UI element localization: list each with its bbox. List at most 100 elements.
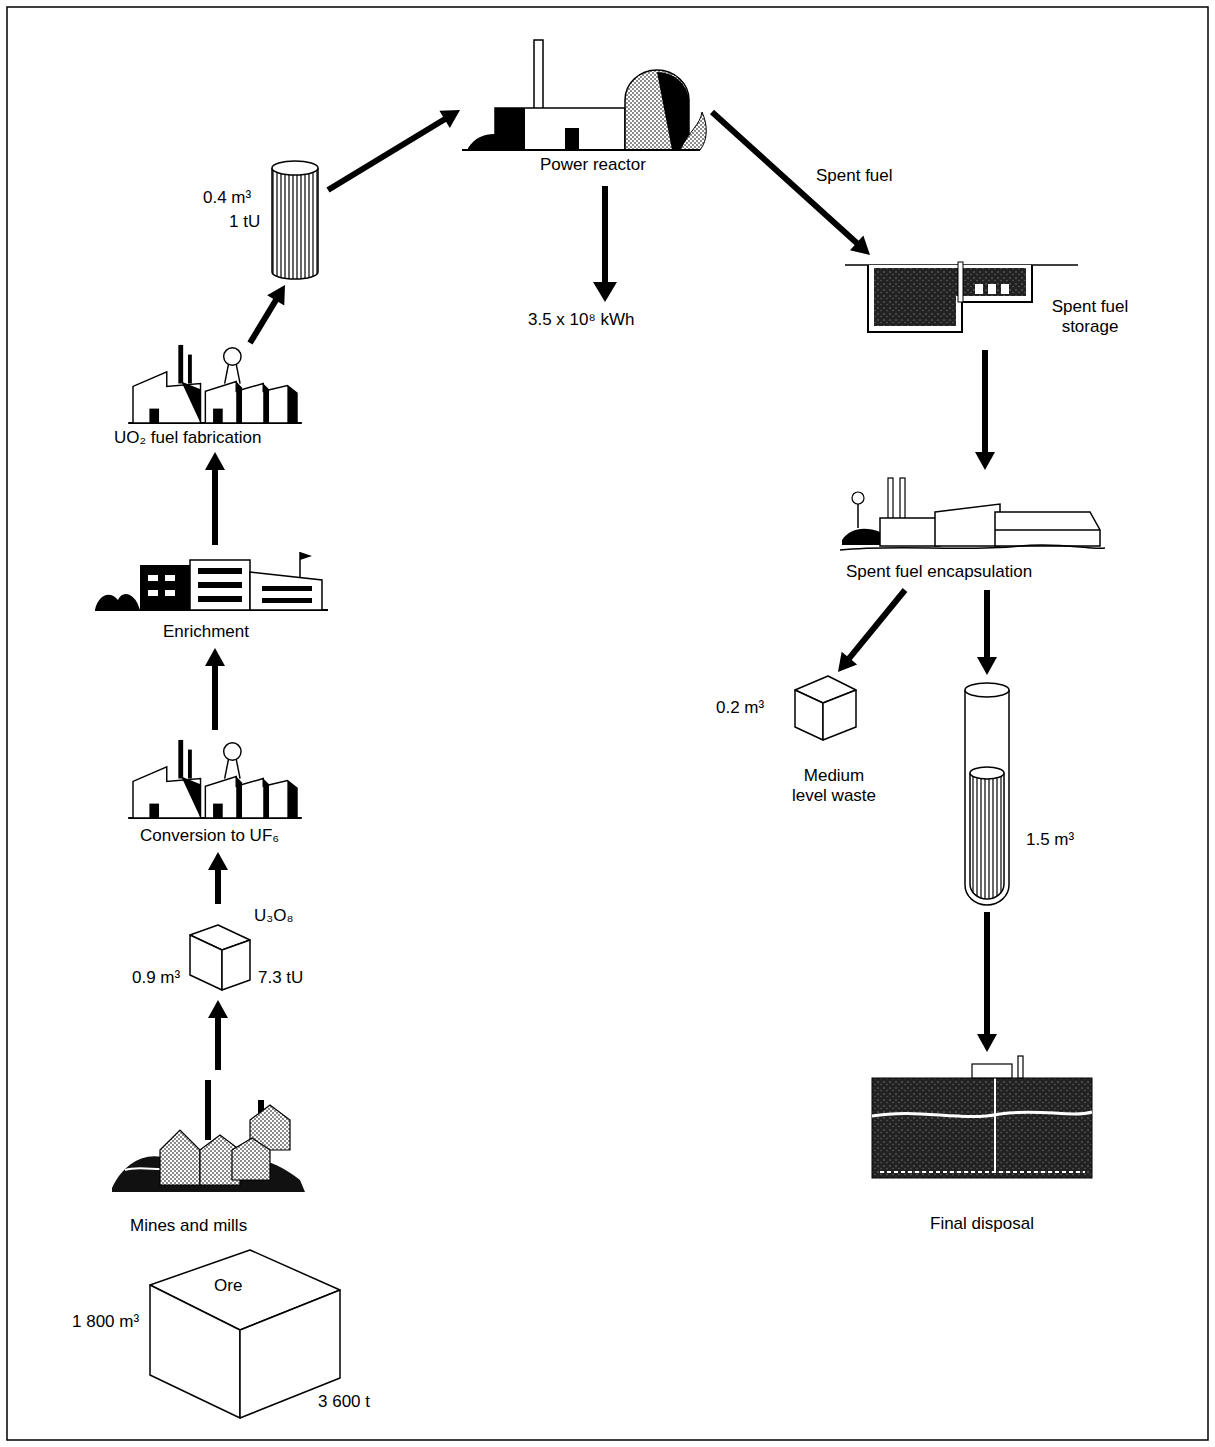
canister: [970, 773, 1004, 899]
repository: [880, 1171, 1085, 1173]
fuel-cylinder: [272, 161, 318, 279]
node-label: 1 800 m³: [72, 1312, 139, 1332]
arrow-head: [975, 452, 995, 470]
storage-pool: [868, 265, 1032, 332]
storage-pool: [874, 268, 1026, 326]
canister: [965, 690, 1009, 905]
canister: [965, 683, 1009, 697]
flow-arrow: [977, 590, 997, 675]
reactor-illustration: [680, 112, 706, 150]
frame: [7, 7, 1208, 1440]
ore-cube: [150, 1250, 340, 1418]
enrichment-building: [95, 552, 328, 610]
u3o8-cube: [222, 940, 250, 990]
repository: [994, 1078, 996, 1172]
encapsulation-plant: [880, 518, 940, 546]
flow-arrow: [838, 590, 905, 672]
encapsulation-plant: [995, 512, 1100, 546]
storage-node: Spent fuel storage: [843, 255, 1140, 350]
reactor-illustration: [462, 40, 706, 150]
fabrication-plant: [128, 345, 302, 423]
reactor-node: Power reactor: [460, 35, 712, 180]
storage-pool: [988, 284, 996, 294]
output-arrow: [593, 186, 617, 302]
storage-pool: [1001, 284, 1009, 294]
arrow-shaft: [848, 590, 905, 660]
node-label: Conversion to UF₆: [140, 826, 279, 846]
storage-pool: [958, 262, 963, 302]
enrichment-building: [148, 590, 158, 596]
disposal-node: Final disposal: [865, 1052, 1100, 1240]
conversion-plant: [128, 740, 302, 818]
encapsulation-node: Spent fuel encapsulation: [835, 470, 1112, 590]
node-label: 1 tU: [229, 212, 260, 232]
flow-arrow: [250, 285, 285, 343]
mlw-cube: [795, 690, 823, 740]
enrichment-building: [190, 560, 250, 610]
encapsulation-plant: [840, 478, 1105, 550]
enrichment-building: [198, 596, 242, 602]
fuel-cylinder: [272, 161, 318, 175]
edge-label: Spent fuel: [814, 166, 895, 186]
enrichment-building: [148, 575, 158, 581]
node-label: Final disposal: [930, 1214, 1034, 1234]
arrow-head: [205, 452, 225, 470]
u3o8-cube: [190, 935, 222, 990]
reactor-illustration: [565, 128, 579, 150]
repository: [872, 1056, 1092, 1178]
encapsulation-plant: [900, 478, 905, 523]
mines-illustration: [160, 1130, 200, 1185]
node-label: Power reactor: [540, 155, 646, 175]
node-label: Mines and mills: [130, 1216, 247, 1236]
arrow-shaft: [215, 868, 221, 904]
node-label: U₃O₈: [254, 906, 293, 926]
flow-arrow: [975, 350, 995, 470]
flow-arrow: [208, 1000, 228, 1070]
conversion-node: Conversion to UF₆: [112, 730, 312, 852]
encapsulation-plant: [840, 545, 1105, 550]
arrow-shaft: [212, 468, 218, 545]
node-label: 0.9 m³: [132, 968, 180, 988]
ore-cube: [150, 1285, 240, 1418]
reactor-illustration: [462, 149, 700, 151]
arrow-head: [977, 657, 997, 675]
arrow-shaft: [250, 299, 277, 343]
enrichment-building: [140, 565, 190, 610]
node-label: Enrichment: [163, 622, 249, 642]
arrow-shaft: [212, 664, 218, 730]
encapsulation-plant: [852, 492, 864, 504]
arrow-head: [977, 1034, 997, 1052]
output-arrow: [593, 282, 617, 302]
arrow-head: [208, 1000, 228, 1018]
node-label: 1.5 m³: [1026, 830, 1074, 850]
enrichment-building: [198, 568, 242, 574]
node-label: 3 600 t: [318, 1392, 370, 1412]
node-label: Medium level waste: [786, 766, 882, 805]
reactor-illustration: [534, 40, 543, 110]
arrow-shaft: [982, 350, 988, 454]
canister: [965, 683, 1009, 905]
enrichment-building: [198, 582, 242, 588]
enrichment-building: [165, 590, 175, 596]
enrichment-building: [262, 598, 312, 603]
fabrication-node: UO₂ fuel fabrication: [106, 343, 314, 452]
reactor-illustration: [657, 72, 689, 150]
mines-illustration: [232, 1138, 270, 1180]
repository: [872, 1078, 1092, 1178]
reactor-illustration: [495, 108, 525, 150]
energy-label: 3.5 x 10⁸ kWh: [526, 310, 636, 330]
node-label: 0.2 m³: [716, 698, 764, 718]
storage-pool: [975, 284, 983, 294]
enrichment-building: [300, 552, 312, 560]
node-label: Ore: [214, 1276, 242, 1296]
node-label: UO₂ fuel fabrication: [114, 428, 261, 448]
arrow-head: [838, 652, 857, 672]
enrichment-building: [250, 572, 322, 610]
arrow-shaft: [215, 1016, 221, 1070]
storage-pool: [845, 262, 1078, 332]
arrow-head: [267, 285, 285, 306]
repository: [1018, 1056, 1023, 1078]
encapsulation-plant: [842, 529, 880, 545]
node-label: Spent fuel encapsulation: [846, 562, 1032, 582]
